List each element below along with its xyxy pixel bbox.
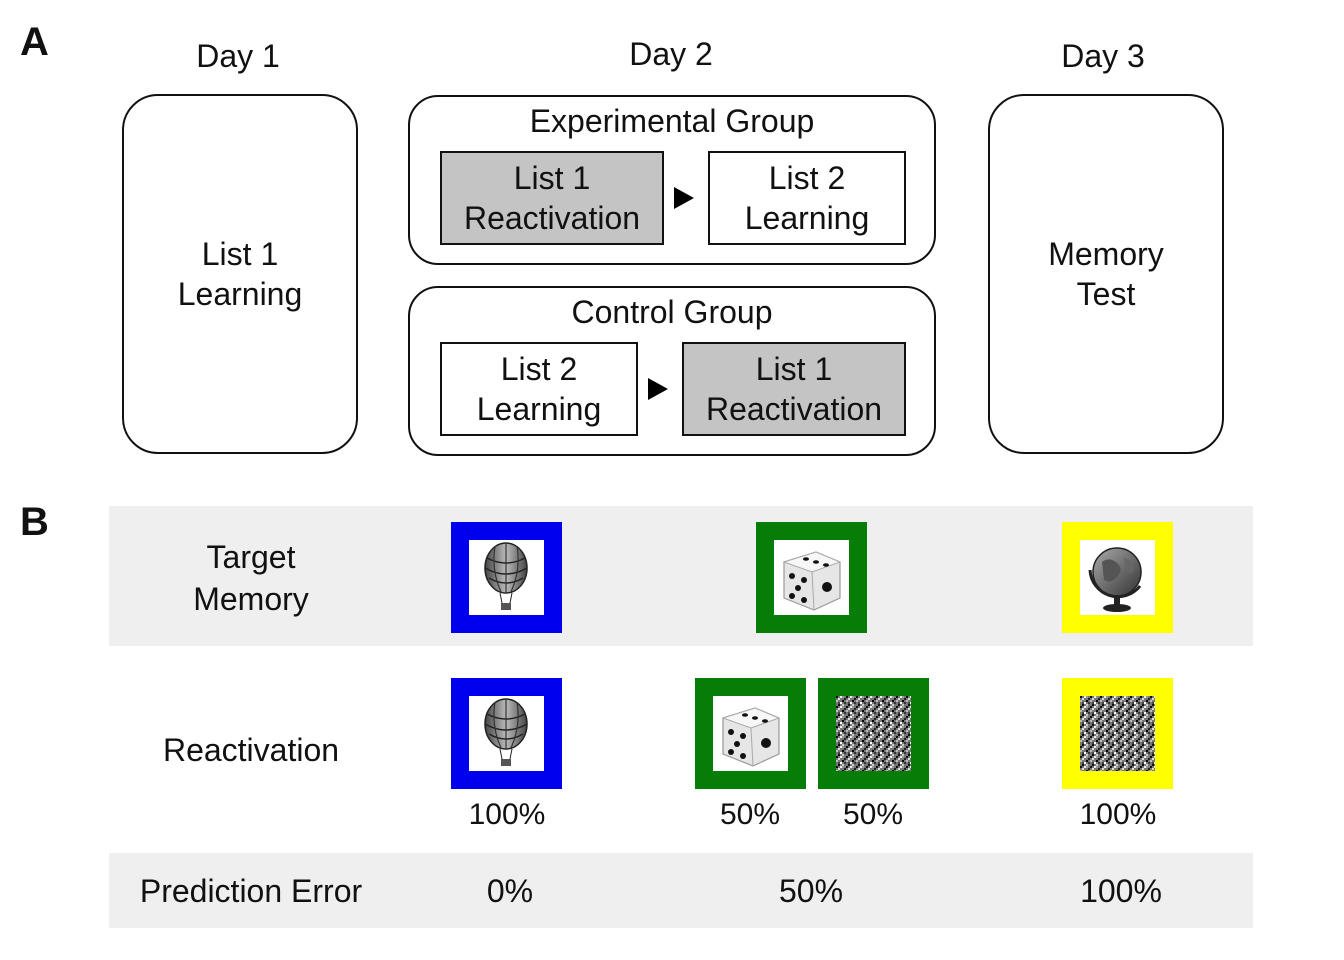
noise-icon	[836, 696, 911, 771]
target-memory-label: Target Memory	[111, 536, 391, 620]
control-step2-line-2: Reactivation	[705, 391, 883, 427]
panel-b-letter: B	[20, 500, 49, 544]
control-arrow-icon	[648, 378, 668, 400]
day-2-label: Day 2	[629, 36, 713, 72]
noise-icon	[1080, 696, 1155, 771]
target-memory-label-line-2: Memory	[193, 581, 309, 617]
target-frame-blue	[451, 522, 562, 633]
experimental-step1-line-1: List 1	[513, 160, 591, 196]
reactivation-percent-4: 100%	[1079, 798, 1157, 831]
reactivation-percent-1: 100%	[468, 798, 546, 831]
dice-icon	[782, 551, 842, 611]
prediction-error-3: 100%	[1080, 873, 1162, 909]
control-group-title: Control Group	[571, 294, 773, 330]
prediction-error-1: 0%	[486, 873, 534, 909]
hot-air-balloon-icon	[484, 698, 528, 766]
hot-air-balloon-icon	[484, 542, 528, 610]
reactivation-frame-yellow-noise	[1062, 678, 1173, 789]
day-1-box-line-2: Learning	[177, 276, 303, 312]
reactivation-label: Reactivation	[162, 732, 340, 768]
control-step1-line-1: List 2	[500, 351, 578, 387]
control-step2-line-1: List 1	[755, 351, 833, 387]
prediction-error-row-bg	[109, 853, 1253, 928]
globe-icon	[1088, 547, 1142, 612]
day-3-label: Day 3	[1061, 38, 1145, 74]
experimental-step2-line-1: List 2	[768, 160, 846, 196]
control-step-learning: List 2 Learning	[440, 342, 638, 436]
dice-icon	[721, 707, 781, 767]
reactivation-percent-2: 50%	[719, 798, 781, 831]
reactivation-frame-green-noise	[818, 678, 929, 789]
control-step1-line-2: Learning	[476, 391, 602, 427]
experimental-step2-line-2: Learning	[744, 200, 870, 236]
prediction-error-label: Prediction Error	[139, 873, 363, 909]
experimental-step-learning: List 2 Learning	[708, 151, 906, 245]
control-group-box: Control Group List 2 Learning List 1 Rea…	[408, 286, 936, 456]
target-frame-green	[756, 522, 867, 633]
experimental-step1-line-2: Reactivation	[463, 200, 641, 236]
day-1-box-line-1: List 1	[201, 236, 279, 272]
day-1-box: List 1 Learning	[122, 94, 358, 454]
target-frame-yellow	[1062, 522, 1173, 633]
prediction-error-2: 50%	[778, 873, 844, 909]
day-1-label: Day 1	[196, 38, 280, 74]
control-step-reactivation: List 1 Reactivation	[682, 342, 906, 436]
experimental-step-reactivation: List 1 Reactivation	[440, 151, 664, 245]
experimental-arrow-icon	[674, 187, 694, 209]
day-3-box-line-1: Memory	[1048, 236, 1164, 272]
panel-a-letter: A	[20, 20, 49, 64]
day-3-box-line-2: Test	[1076, 276, 1136, 312]
target-memory-label-line-1: Target	[206, 539, 296, 575]
experimental-group-box: Experimental Group List 1 Reactivation L…	[408, 95, 936, 265]
reactivation-frame-blue	[451, 678, 562, 789]
reactivation-frame-green-dice	[695, 678, 806, 789]
reactivation-percent-3: 50%	[842, 798, 904, 831]
experimental-group-title: Experimental Group	[529, 103, 815, 139]
day-3-box: Memory Test	[988, 94, 1224, 454]
